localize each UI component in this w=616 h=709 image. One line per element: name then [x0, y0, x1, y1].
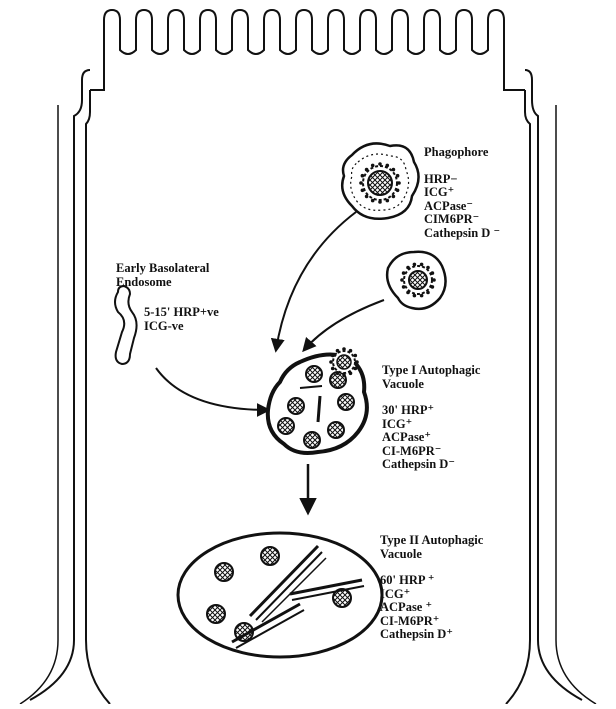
vesicle-coat-dot [386, 199, 390, 203]
vesicle-coat-dot [392, 195, 396, 199]
vesicle-coat-dot [432, 278, 436, 282]
right-cell-wall-inner [506, 90, 530, 704]
vesicle-coat-dot [426, 266, 430, 270]
phagophore-label: Phagophore HRP− ICG⁺ ACPase⁻ CIM6PR⁻ Cat… [424, 146, 500, 240]
vesicle-coat-dot [420, 263, 424, 267]
vesicle-coat-dot [329, 360, 333, 364]
phagophore-marker: CIM6PR⁻ [424, 213, 500, 227]
type1-label: Type I Autophagic Vacuole 30' HRP⁺ ICG⁺ … [382, 364, 480, 472]
left-cell-wall-inner [86, 90, 110, 704]
vesicle-coat-dot [365, 168, 369, 172]
vesicle-coat-dot [355, 360, 359, 364]
vesicle-coat-dot [342, 373, 346, 377]
vesicle-coat-dot [365, 195, 369, 199]
early-endosome-title-line: Endosome [116, 276, 209, 290]
phagophore-title: Phagophore [424, 146, 500, 160]
vesicle-coat-dot [397, 181, 401, 185]
vesicle-coat-dot [361, 174, 365, 178]
vesicle-coat-dot [371, 164, 375, 168]
right-edge [556, 105, 596, 704]
type2-marker: ACPase ⁺ [380, 601, 483, 615]
vesicle-coat-dot [431, 271, 435, 275]
early-endosome-markers: 5-15' HRP+ve ICG-ve [144, 306, 219, 333]
vesicle-coat-dot [349, 349, 353, 353]
phagophore-marker: Cathepsin D ⁻ [424, 227, 500, 241]
vesicle-coat-dot [392, 168, 396, 172]
vesicle-coat-dot [406, 266, 410, 270]
vesicle-coat-dot [361, 189, 365, 193]
type1-marker: 30' HRP⁺ [382, 404, 480, 418]
vesicle-coat-dot [431, 285, 435, 289]
phagophore-marker: ICG⁺ [424, 186, 500, 200]
early-endosome-title-line: Early Basolateral [116, 262, 209, 276]
arrow-phagophore-1 [276, 212, 356, 350]
arrow-phagophore-2 [304, 300, 384, 350]
vesicle-coat-dot [413, 294, 417, 298]
phagophore-marker: ACPase⁻ [424, 200, 500, 214]
type1-title-line: Type I Autophagic [382, 364, 480, 378]
early-endosome-tube [115, 286, 137, 364]
type2-marker: 60' HRP ⁺ [380, 574, 483, 588]
early-endosome-marker: ICG-ve [144, 320, 219, 334]
type2-marker: Cathepsin D⁺ [380, 628, 483, 642]
microvilli-border [90, 10, 525, 90]
vesicle-coat-dot [354, 367, 358, 371]
type2-label: Type II Autophagic Vacuole 60' HRP ⁺ ICG… [380, 534, 483, 642]
vesicle-coat-dot [426, 291, 430, 295]
vesicle-coat-dot [336, 372, 340, 376]
type1-title-line: Vacuole [382, 378, 480, 392]
vesicle-coat-dot [359, 181, 363, 185]
vesicle-coat-dot [396, 174, 400, 178]
type2-marker: ICG⁺ [380, 588, 483, 602]
type1-marker: ACPase⁺ [382, 431, 480, 445]
early-endosome-title: Early Basolateral Endosome [116, 262, 209, 289]
type1-marker: CI-M6PR⁻ [382, 445, 480, 459]
left-edge [20, 105, 58, 704]
vesicle-coat-dot [378, 162, 382, 166]
left-cell-wall [30, 70, 90, 700]
vesicle-coat-dot [371, 199, 375, 203]
vesicle-coat-dot [354, 354, 358, 358]
vesicle-coat-dot [420, 294, 424, 298]
early-endosome-marker: 5-15' HRP+ve [144, 306, 219, 320]
vesicle-coat-dot [349, 372, 353, 376]
vesicle-coat-dot [331, 367, 335, 371]
type1-marker: Cathepsin D⁻ [382, 458, 480, 472]
vesicle-coat-dot [336, 349, 340, 353]
type2-title-line: Type II Autophagic [380, 534, 483, 548]
vesicle-coat-dot [342, 347, 346, 351]
arrow-endosome [156, 368, 268, 410]
phagophore-structure [342, 143, 418, 218]
vesicle-coat-dot [402, 271, 406, 275]
vesicle-coat-dot [331, 354, 335, 358]
vesicle-coat-dot [386, 164, 390, 168]
type2-vacuole [178, 533, 382, 657]
type1-marker: ICG⁺ [382, 418, 480, 432]
right-cell-wall [525, 70, 582, 700]
type2-marker: CI-M6PR⁺ [380, 615, 483, 629]
vesicle-coat-dot [400, 278, 404, 282]
vesicle-coat-dot [378, 200, 382, 204]
phagophore-marker: HRP− [424, 173, 500, 187]
type2-title-line: Vacuole [380, 548, 483, 562]
vesicle-coat-dot [406, 291, 410, 295]
type1-vacuole [268, 351, 367, 453]
phagophore-small [387, 252, 445, 309]
vesicle-coat-dot [402, 285, 406, 289]
vesicle-coat-dot [413, 263, 417, 267]
vesicle-coat-dot [396, 189, 400, 193]
